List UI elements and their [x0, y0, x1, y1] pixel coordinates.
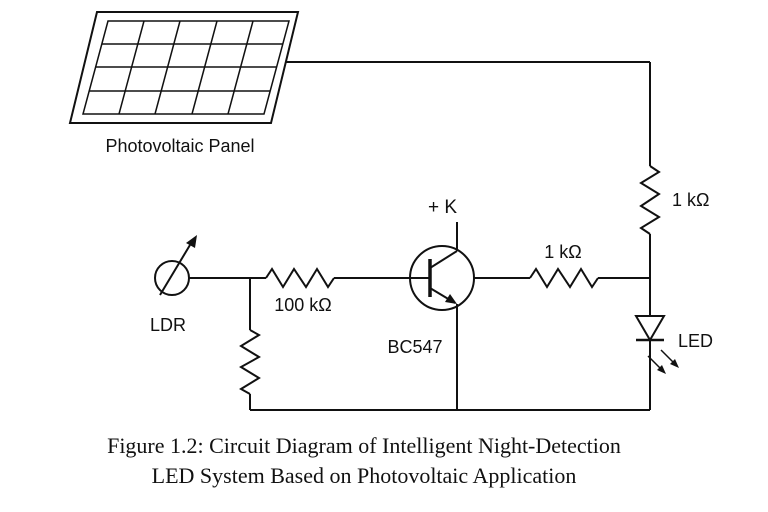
resistor-1k-vertical-zigzag	[639, 165, 661, 235]
panel-grid	[89, 20, 283, 115]
ldr-label: LDR	[150, 315, 186, 335]
panel-inner-frame	[82, 20, 290, 115]
resistor-pulldown-zigzag	[239, 329, 261, 395]
resistor-pulldown	[239, 329, 261, 395]
wires	[189, 61, 651, 411]
caption-line2: LED System Based on Photovoltaic Applica…	[152, 463, 577, 488]
led-light-arrows	[647, 349, 679, 374]
panel-outer-frame	[68, 11, 300, 124]
panel-label: Photovoltaic Panel	[105, 136, 254, 156]
transistor-collector-diagonal	[429, 250, 458, 269]
supply-label: + K	[428, 197, 457, 218]
resistor-100k-zigzag	[265, 267, 335, 289]
resistor-1k-vertical	[639, 165, 661, 235]
transistor-emitter-arrow	[445, 294, 457, 304]
resistor-100k	[265, 267, 335, 289]
resistor-1k-horizontal-label: 1 kΩ	[544, 242, 581, 262]
photovoltaic-panel	[68, 11, 300, 124]
ldr-arrow-head	[186, 235, 197, 248]
resistor-1k-horizontal-zigzag	[529, 267, 599, 289]
resistor-100k-label: 100 kΩ	[274, 295, 332, 315]
led-label: LED	[678, 331, 713, 351]
resistor-1k-vertical-label: 1 kΩ	[672, 190, 709, 210]
transistor-bc547	[409, 222, 475, 410]
labels: Photovoltaic Panel LDR 100 kΩ BC547 + K …	[105, 136, 713, 357]
resistor-1k-horizontal	[529, 267, 599, 289]
ldr-body	[154, 260, 190, 296]
led-triangle	[634, 315, 666, 342]
transistor-body	[409, 245, 475, 311]
ldr-arrow-shaft	[159, 244, 191, 296]
caption-line1: Figure 1.2: Circuit Diagram of Intellige…	[107, 433, 621, 458]
transistor-label: BC547	[387, 337, 442, 357]
led	[634, 315, 679, 374]
ldr	[154, 235, 197, 296]
caption: Figure 1.2: Circuit Diagram of Intellige…	[107, 433, 621, 488]
